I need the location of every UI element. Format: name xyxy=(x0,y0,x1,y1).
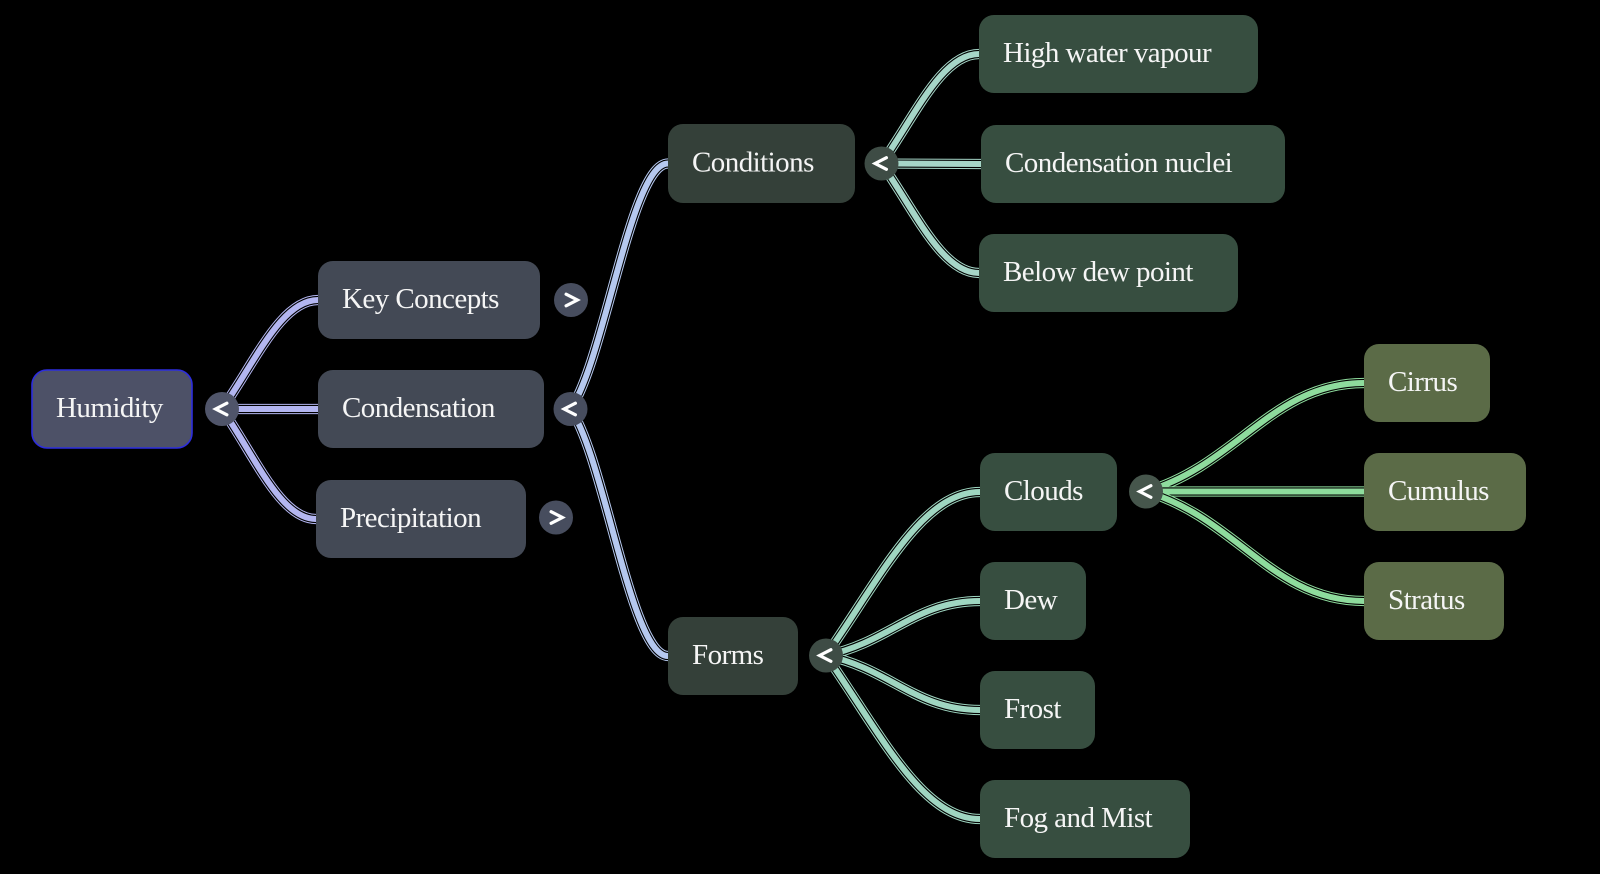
svg-text:High water vapour: High water vapour xyxy=(1003,37,1212,69)
svg-text:Frost: Frost xyxy=(1004,693,1061,725)
svg-text:Condensation nuclei: Condensation nuclei xyxy=(1005,147,1233,179)
svg-text:Stratus: Stratus xyxy=(1388,584,1465,616)
svg-text:Cirrus: Cirrus xyxy=(1388,366,1457,398)
svg-text:Cumulus: Cumulus xyxy=(1388,475,1489,507)
svg-text:Dew: Dew xyxy=(1004,584,1058,616)
svg-text:Clouds: Clouds xyxy=(1004,475,1083,507)
svg-text:Conditions: Conditions xyxy=(692,147,814,179)
svg-text:Humidity: Humidity xyxy=(56,392,164,424)
svg-text:Key Concepts: Key Concepts xyxy=(342,283,499,315)
svg-text:Fog and Mist: Fog and Mist xyxy=(1004,802,1153,834)
svg-text:Below dew point: Below dew point xyxy=(1003,256,1193,288)
svg-text:Condensation: Condensation xyxy=(342,392,496,424)
svg-text:Precipitation: Precipitation xyxy=(340,502,482,534)
svg-text:Forms: Forms xyxy=(692,639,764,671)
